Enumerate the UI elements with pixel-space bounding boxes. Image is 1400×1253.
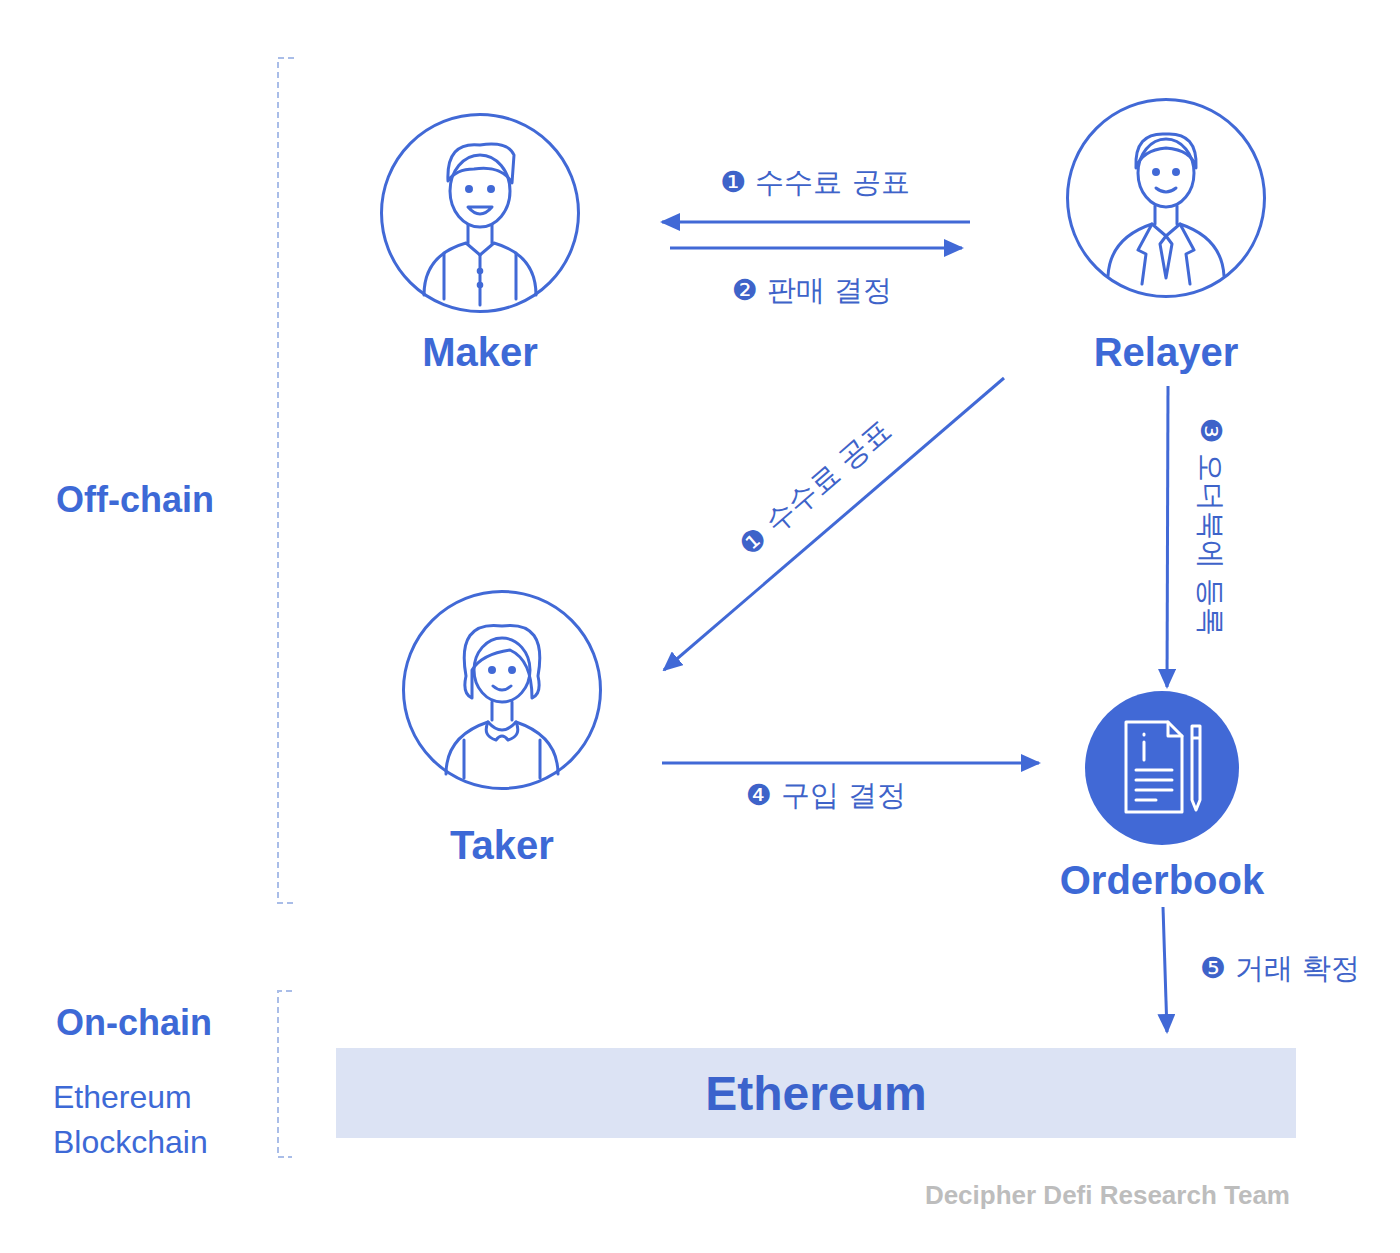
node-label-wrap: Maker: [380, 329, 580, 375]
actor-node: Maker: [380, 113, 580, 375]
node-name: Taker: [402, 822, 602, 868]
node-name: Orderbook: [1048, 857, 1277, 903]
node-name: Relayer: [1066, 329, 1266, 375]
edge-label-wrap: ❷ 판매 결정: [728, 273, 896, 308]
node-label-wrap: Taker: [402, 822, 602, 868]
connector-arrow: [662, 221, 970, 224]
edge-label: ❶ 수수료 공표: [729, 410, 901, 566]
orderbook-icon: [1126, 722, 1200, 812]
connector-arrow: [670, 247, 962, 250]
region-label-wrap: Off-chain: [56, 479, 214, 521]
region-label: On-chain: [56, 1002, 212, 1044]
band-title: Ethereum: [705, 1066, 926, 1121]
actor-node: Orderbook: [1048, 691, 1277, 903]
actor-circle: [1066, 98, 1266, 298]
connector-arrow: [662, 762, 1039, 765]
region-label: Off-chain: [56, 479, 214, 521]
edge-label: ❺ 거래 확정: [1196, 951, 1364, 986]
node-label-wrap: Relayer: [1066, 329, 1266, 375]
connector-arrow: [1163, 907, 1167, 1032]
node-name: Maker: [380, 329, 580, 375]
orderbook-circle: [1085, 691, 1239, 845]
chain-name-wrap: Ethereum Blockchain: [53, 1075, 263, 1165]
relayer-figure: [1108, 134, 1224, 284]
edge-label-wrap: ❹ 구입 결정: [742, 778, 910, 813]
chain-band: Ethereum: [336, 1048, 1296, 1138]
connector-arrow: [664, 378, 1004, 670]
edge-label: ❶ 수수료 공표: [716, 165, 913, 200]
node-label-wrap: Orderbook: [1048, 857, 1277, 903]
chain-name: Ethereum Blockchain: [53, 1075, 263, 1165]
orderbook-disc: [1085, 691, 1239, 845]
edge-label: ❸ 오더북에 등록: [1194, 414, 1229, 640]
actor-circle: [402, 590, 602, 790]
connector-arrow: [1167, 386, 1168, 687]
edge-label-wrap: ❶ 수수료 공표: [729, 410, 901, 566]
edge-label-wrap: ❶ 수수료 공표: [716, 165, 913, 200]
edge-label-wrap: ❸ 오더북에 등록: [1194, 414, 1229, 640]
maker-figure: [424, 144, 536, 305]
edge-label: ❹ 구입 결정: [742, 778, 910, 813]
actor-circle: [380, 113, 580, 313]
watermark: Decipher Defi Research Team: [925, 1180, 1290, 1211]
actor-node: Taker: [402, 590, 602, 868]
taker-figure: [446, 625, 558, 778]
edge-label: ❷ 판매 결정: [728, 273, 896, 308]
chain-bracket: [278, 58, 294, 1157]
actor-node: Relayer: [1066, 98, 1266, 375]
region-label-wrap: On-chain: [56, 1002, 212, 1044]
edge-label-wrap: ❺ 거래 확정: [1196, 951, 1364, 986]
watermark-wrap: Decipher Defi Research Team: [925, 1180, 1290, 1211]
